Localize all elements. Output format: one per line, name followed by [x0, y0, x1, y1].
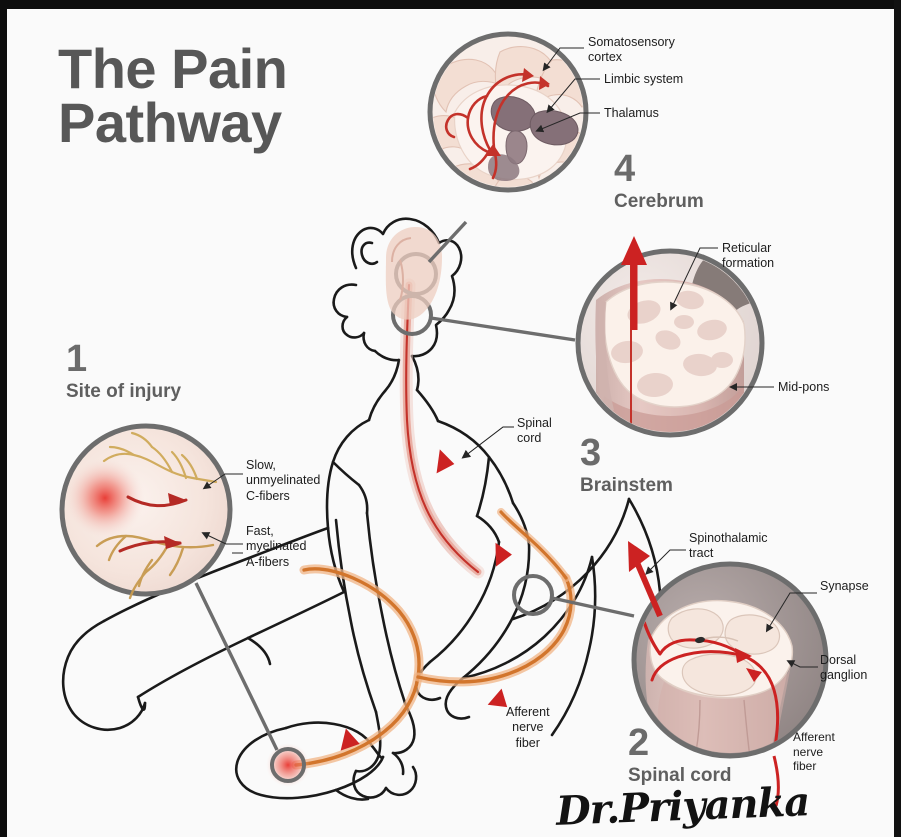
spinothalamic-arrow [628, 541, 663, 618]
afferent-nerve-arrows [340, 688, 508, 751]
step-1-number: 1 [66, 338, 88, 380]
author-signature: Dr.Priyanka [555, 778, 811, 835]
label-somatosensory-cortex: Somatosensory cortex [588, 35, 675, 65]
step-4-name: Cerebrum [614, 191, 704, 212]
label-spinothalamic-tract: Spinothalamic tract [689, 531, 768, 561]
inset-brainstem [575, 236, 774, 438]
step-4-number: 4 [614, 148, 636, 190]
seated-person-figure [61, 217, 662, 801]
head-brain-shading [385, 226, 442, 320]
title-line-1: The Pain [58, 37, 288, 100]
label-c-fibers: Slow, unmyelinated C-fibers [246, 458, 321, 503]
body-spinal-cord-path [399, 278, 485, 579]
step-4-cerebrum: 4 Cerebrum [614, 150, 704, 213]
step-1-name: Site of injury [66, 381, 182, 402]
step-3-name: Brainstem [580, 475, 673, 496]
label-limbic-system: Limbic system [604, 72, 684, 86]
label-afferent-nerve-fiber-inset: Afferent nerve fiber [793, 730, 835, 774]
label-synapse: Synapse [820, 579, 869, 593]
marker-ring-spinal-cord [512, 574, 554, 616]
body-label-leaders [461, 426, 514, 459]
label-reticular-formation: Reticular formation [722, 241, 775, 271]
top-black-bar [0, 0, 901, 9]
label-thalamus: Thalamus [604, 106, 659, 120]
inset-site-of-injury [59, 423, 243, 600]
step-2-spinal-cord: 2 Spinal cord [628, 724, 731, 787]
brainstem-ascending-arrow [621, 236, 647, 330]
injury-marker-ring [270, 747, 306, 783]
inset-cerebrum [427, 31, 600, 193]
title-line-2: Pathway [58, 90, 282, 154]
page-title: The Pain Pathway [58, 37, 288, 154]
step-2-name: Spinal cord [628, 765, 732, 786]
step-2-number: 2 [628, 722, 650, 764]
label-a-fibers: Fast, myelinated A-fibers [246, 524, 307, 569]
label-dorsal-ganglion: Dorsal ganglion [820, 653, 868, 683]
synapse-dot [695, 636, 705, 644]
leader-spinal-cord [551, 596, 635, 618]
step-3-brainstem: 3 Brainstem [580, 434, 673, 497]
label-afferent-nerve-fiber-body: Afferent nerve fiber [506, 705, 550, 750]
label-mid-pons: Mid-pons [778, 380, 830, 394]
leader-injury [194, 582, 279, 751]
leader-cerebrum [427, 220, 468, 264]
label-spinal-cord-body: Spinal cord [517, 416, 552, 446]
step-3-number: 3 [580, 432, 602, 474]
right-black-bar [894, 0, 901, 837]
ascending-pathway-arrows [436, 449, 512, 567]
left-black-bar [0, 0, 7, 837]
leader-brainstem [430, 316, 576, 342]
afferent-nerve-fiber-path [291, 508, 576, 770]
inset-spinal-cord [628, 541, 829, 807]
inset-leader-lines [194, 220, 635, 751]
step-1-site-of-injury: 1 Site of injury [66, 340, 181, 403]
